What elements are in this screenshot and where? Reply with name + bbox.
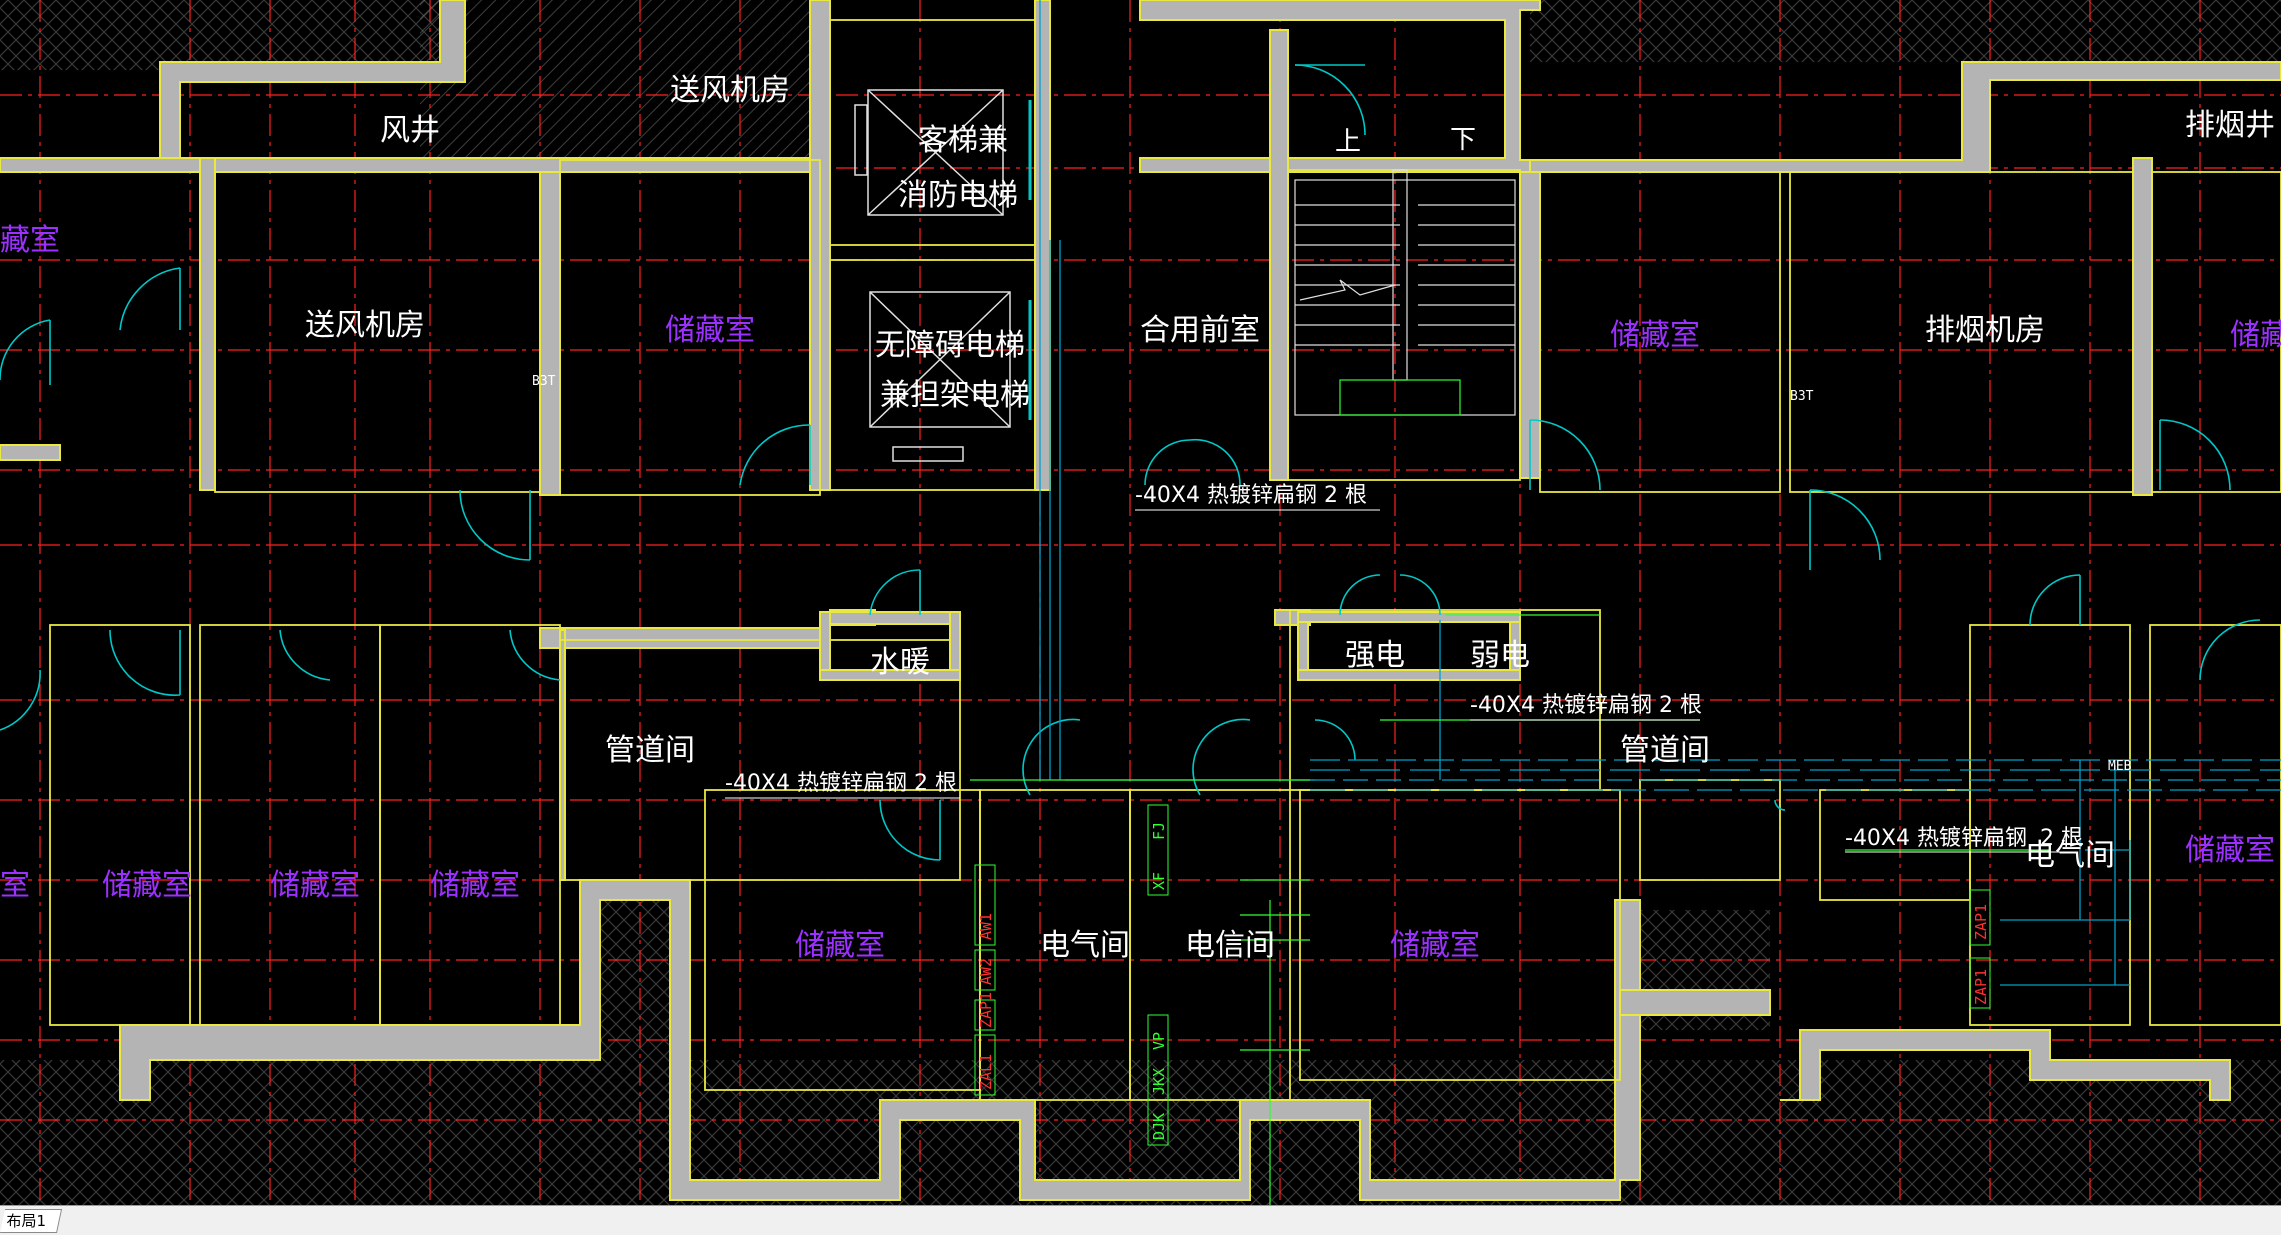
pipe-room-label-right: 管道间 [1620,733,1710,768]
storage-label-11: 储藏室 [2185,833,2275,868]
tag-b3t-left: B3T [532,374,556,389]
storage-label-10: 储藏室 [1390,928,1480,963]
annotation-leaders [725,509,2060,853]
storage-label-4: 储藏室 [2230,318,2281,353]
telecom-room-label: 电信间 [1185,928,1275,963]
tag-fj: FJ [1150,822,1168,840]
supply-fan-room-top-label: 送风机房 [670,73,790,108]
door-swings [0,64,2261,861]
storage-label-1: 储藏室 [0,223,60,258]
cad-drawing-canvas[interactable]: 风井 送风机房 送风机房 客梯兼 消防电梯 无障碍电梯 兼担架电梯 合用前室 上… [0,0,2281,1205]
tag-jkx: JKX [1150,1068,1168,1095]
tag-zap1: ZAP1 [977,992,995,1028]
strong-electric-label: 强电 [1345,638,1405,673]
air-shaft-label: 风井 [380,113,440,148]
storage-label-9: 储藏室 [795,928,885,963]
storage-label-7: 储藏室 [270,868,360,903]
flat-steel-note-2: -40X4 热镀锌扁钢 2 根 [1470,693,1702,718]
water-heating-label: 水暖 [870,645,930,680]
flat-steel-note-1: -40X4 热镀锌扁钢 2 根 [1135,483,1367,508]
tag-zap1-right-2: ZAP1 [1972,969,1990,1005]
elevator-passenger-label-2: 消防电梯 [898,178,1018,213]
storage-label-2: 储藏室 [665,313,755,348]
tag-aw2: AW2 [977,958,995,985]
equipment-tags [974,804,1991,1146]
interior-walls [49,19,2281,1101]
stair-down-label: 下 [1450,125,1476,155]
shared-anteroom-label: 合用前室 [1140,313,1260,348]
elevator-accessible-label-2: 兼担架电梯 [880,378,1030,413]
storage-label-6: 储藏室 [102,868,192,903]
weak-electric-label: 弱电 [1470,638,1530,673]
stair-up-label: 上 [1335,127,1361,157]
storage-label-8: 储藏室 [430,868,520,903]
elevator-shafts [854,89,1011,462]
equipment-boxes [819,611,1521,681]
smoke-exhaust-room-label: 排烟机房 [1925,313,2045,348]
tag-zal1: ZAL1 [977,1054,995,1090]
smoke-shaft-label: 排烟井 [2185,108,2275,143]
stair-flights [1294,169,1516,416]
elevator-accessible-label-1: 无障碍电梯 [875,328,1025,363]
tag-vp: VP [1150,1032,1168,1050]
electrical-room-right-label: 电气间 [2025,838,2115,873]
cable-runs [1039,0,2281,986]
tab-layout-1[interactable]: 布局1 [0,1209,62,1233]
flat-steel-note-4b: 2 根 [2040,826,2083,851]
tag-b3t-right: B3T [1790,389,1814,404]
storage-label-5: 储藏室 [0,868,30,903]
storage-label-3: 储藏室 [1610,318,1700,353]
pipe-room-label-left: 管道间 [605,733,695,768]
tag-xf: XF [1150,872,1168,890]
tag-meb: MEB [2108,759,2132,774]
exterior-walls [0,0,2281,1201]
tag-aw1: AW1 [977,913,995,940]
flat-steel-note-4: -40X4 热镀锌扁钢 [1845,826,2027,851]
supply-fan-room-label: 送风机房 [305,308,425,343]
tag-zap1-right-1: ZAP1 [1972,904,1990,940]
layout-tab-bar: 布局1 [0,1205,2281,1235]
elevator-passenger-label-1: 客梯兼 [918,123,1008,158]
flat-steel-note-3: -40X4 热镀锌扁钢 2 根 [725,771,957,796]
tag-djk: DJK [1150,1113,1168,1140]
electrical-room-label: 电气间 [1040,928,1130,963]
tab-layout-1-label: 布局1 [6,1212,47,1230]
